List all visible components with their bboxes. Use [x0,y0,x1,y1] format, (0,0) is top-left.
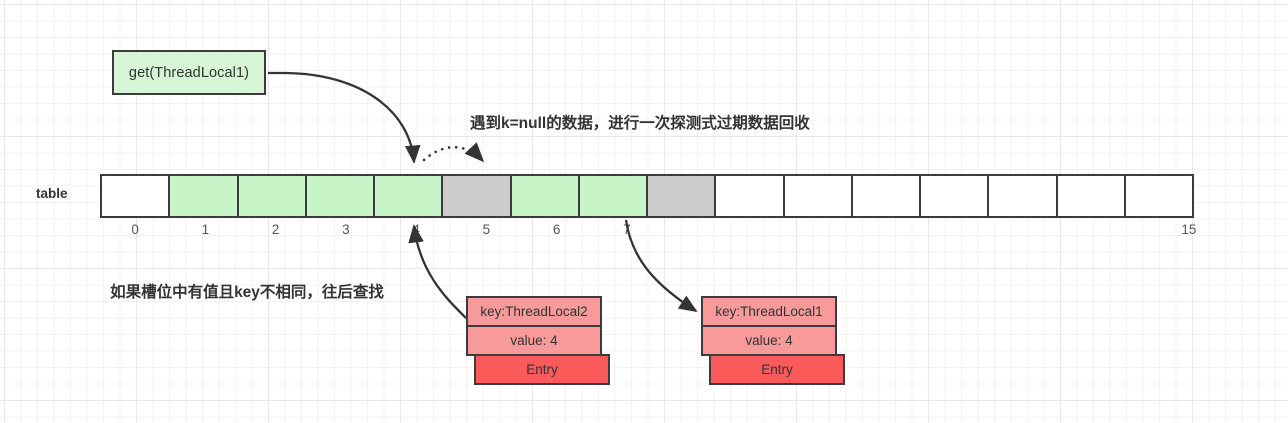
entry-type-label: Entry [761,362,793,377]
table-slot-6[interactable] [509,174,580,218]
table-index-7: 7 [623,222,631,237]
table-index-row: 0 1 2 3 4 5 6 7 15 [100,222,1224,242]
table-index-6: 6 [552,222,561,237]
entry-value-row: value: 4 [701,325,837,356]
note-expired-entry-cleanup: 遇到k=null的数据，进行一次探测式过期数据回收 [470,115,810,132]
table-index-11 [873,222,943,242]
entry-value-label: value: 4 [510,333,558,348]
table-index-15: 15 [1181,222,1197,237]
entry-key-row: key:ThreadLocal1 [701,296,837,327]
get-call-label: get(ThreadLocal1) [128,64,250,81]
entry-box-threadlocal2: key:ThreadLocal2 value: 4 Entry [466,296,610,385]
table-index-0: 0 [131,222,139,237]
entry-type-label: Entry [526,362,558,377]
table-index-9 [732,222,802,242]
table-index-3: 3 [342,222,350,237]
entry-box-threadlocal1: key:ThreadLocal1 value: 4 Entry [701,296,845,385]
table-slot-5[interactable] [441,174,512,218]
entry-key-label: key:ThreadLocal2 [480,304,588,319]
table-slot-7[interactable] [577,174,648,218]
table-index-5: 5 [482,222,491,237]
table-slot-4[interactable] [373,174,444,218]
table-slot-13[interactable] [987,174,1058,218]
table-index-13 [1013,222,1083,242]
table-slot-2[interactable] [236,174,307,218]
table-slot-12[interactable] [919,174,990,218]
table-index-12 [943,222,1013,242]
entry-type-row: Entry [474,354,610,385]
table-index-14 [1084,222,1154,242]
table-slot-9[interactable] [714,174,785,218]
table-slot-11[interactable] [850,174,921,218]
table-index-4: 4 [412,222,420,237]
entry-type-row: Entry [709,354,845,385]
entry-key-label: key:ThreadLocal1 [715,304,823,319]
note-linear-probe: 如果槽位中有值且key不相同，往后查找 [110,284,384,301]
table-index-8 [662,222,732,242]
table-slot-14[interactable] [1055,174,1126,218]
get-threadlocal-call-box: get(ThreadLocal1) [112,50,266,95]
entry-value-label: value: 4 [745,333,793,348]
arrow-get-to-slot4 [268,71,421,164]
table-slot-10[interactable] [782,174,853,218]
table-index-10 [803,222,873,242]
entry-key-row: key:ThreadLocal2 [466,296,602,327]
table-slot-0[interactable] [100,174,171,218]
arrow-probe-slot4-to-slot5 [422,142,485,163]
table-slot-8[interactable] [646,174,717,218]
table-slot-1[interactable] [168,174,239,218]
table-index-1: 1 [201,222,210,237]
table-index-2: 2 [271,222,280,237]
table-slot-row [100,174,1194,218]
table-label: table [36,186,68,201]
entry-value-row: value: 4 [466,325,602,356]
table-slot-3[interactable] [304,174,375,218]
table-slot-15[interactable] [1123,174,1194,218]
